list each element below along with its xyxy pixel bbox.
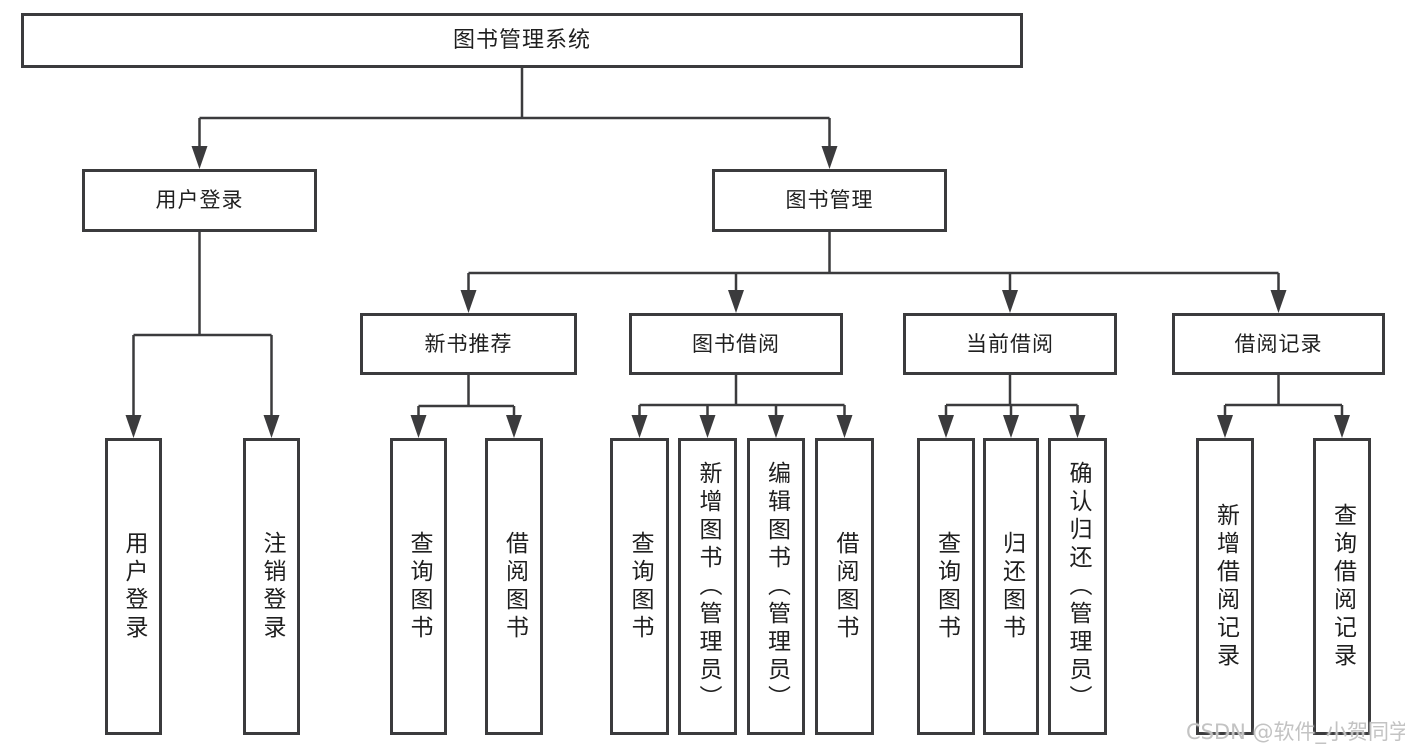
leaf-logout: 注销登录 [243, 438, 300, 735]
leaf-confirm-return-admin: 确认归还（管理员） [1048, 438, 1107, 735]
leaf-add-borrow-record: 新增借阅记录 [1196, 438, 1254, 735]
leaf-query-books-current: 查询图书 [917, 438, 975, 735]
leaf-borrow-books-borrowing: 借阅图书 [815, 438, 874, 735]
node-book-borrowing: 图书借阅 [629, 313, 843, 375]
node-library-system: 图书管理系统 [21, 13, 1023, 68]
leaf-borrow-books-recommend: 借阅图书 [485, 438, 543, 735]
leaf-query-books-recommend: 查询图书 [390, 438, 447, 735]
node-current-borrowing: 当前借阅 [903, 313, 1117, 375]
node-book-management: 图书管理 [712, 169, 947, 232]
node-borrowing-records: 借阅记录 [1172, 313, 1385, 375]
leaf-add-book-admin: 新增图书（管理员） [678, 438, 737, 735]
leaf-query-books-borrowing: 查询图书 [610, 438, 669, 735]
leaf-user-login: 用户登录 [105, 438, 162, 735]
node-new-book-recommend: 新书推荐 [360, 313, 577, 375]
node-user-login: 用户登录 [82, 169, 317, 232]
csdn-watermark: CSDN @软件_小贺同学 [1186, 720, 1405, 744]
leaf-return-book: 归还图书 [983, 438, 1039, 735]
leaf-edit-book-admin: 编辑图书（管理员） [747, 438, 805, 735]
leaf-query-borrow-record: 查询借阅记录 [1313, 438, 1371, 735]
